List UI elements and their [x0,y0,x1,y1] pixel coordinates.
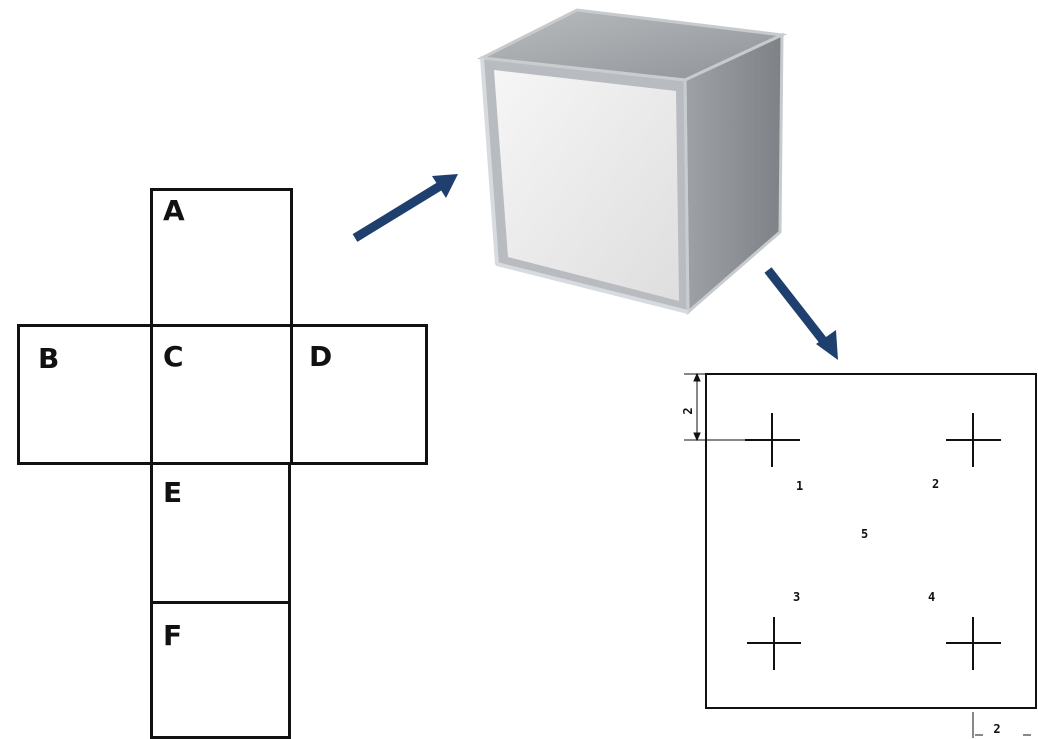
hole-label-3: 3 [793,590,800,604]
panel-drawing: 1 2 5 3 4 2 2 [681,372,1037,738]
panel-outline [705,373,1037,709]
arrow-net-to-cube [352,174,458,242]
cube-front-panel [494,70,679,301]
hole-label-2: 2 [932,477,939,491]
hole-label-1: 1 [796,479,803,493]
dimension-horizontal [972,712,1031,738]
net-face-label-f: F [163,619,183,652]
net-face-label-a: A [163,194,185,227]
cross-mark-4 [946,617,1001,670]
net-face-d: D [290,324,428,465]
dimension-vertical [684,372,745,442]
net-face-label-c: C [163,340,184,373]
hole-label-5: 5 [861,527,868,541]
dimension-vertical-label: 2 [681,407,695,414]
hole-label-4: 4 [928,590,935,604]
dimension-horizontal-label: 2 [993,722,1000,736]
acrylic-cube [476,8,788,316]
arrow-cube-to-panel [764,267,838,360]
cross-mark-3 [747,617,801,670]
net-face-label-d: D [309,340,333,373]
cross-mark-2 [946,413,1001,467]
net-face-label-e: E [163,476,183,509]
net-face-label-b: B [38,342,60,375]
cross-mark-1 [745,413,800,467]
